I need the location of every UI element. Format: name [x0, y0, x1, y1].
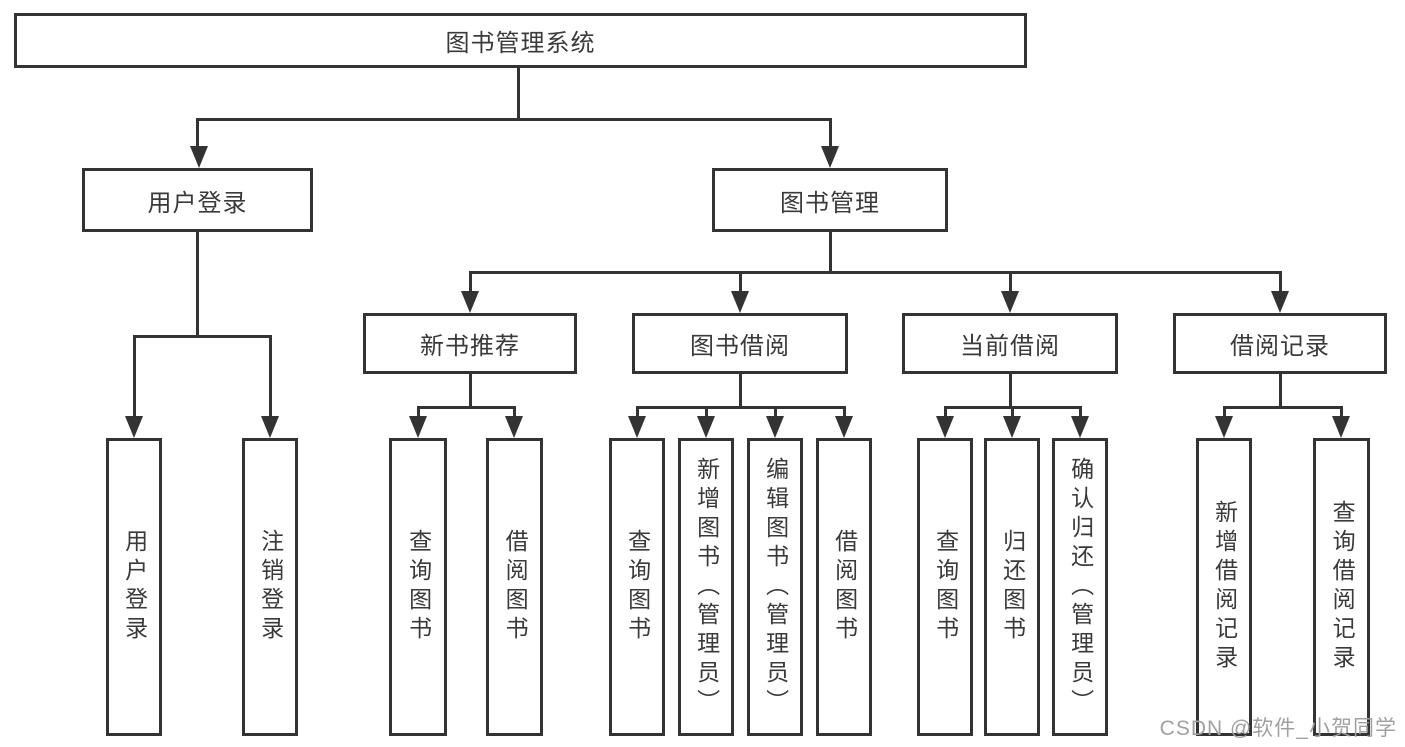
leaf-add-book-admin: 新增图书（管理员）: [678, 438, 734, 736]
node-book-borrow: 图书借阅: [632, 313, 848, 374]
node-user-login: 用户登录: [82, 168, 313, 232]
edge-to-leaf-d1: [943, 406, 947, 416]
leaf-recommend-query-books-label: 查询图书: [405, 529, 432, 645]
arrow-leaf-c1: [628, 416, 646, 438]
arrow-leaf-c2: [697, 416, 715, 438]
leaf-borrow-query-books-label: 查询图书: [624, 529, 651, 645]
csdn-watermark: CSDN @软件_小贺同学: [1159, 717, 1397, 740]
edge-book-borrow-stem: [738, 374, 742, 406]
arrow-leaf-b2: [505, 416, 523, 438]
arrow-leaf-user-login: [125, 416, 143, 438]
arrow-leaf-d3: [1071, 416, 1089, 438]
leaf-return-book-label: 归还图书: [999, 529, 1026, 645]
arrow-leaf-b1: [409, 416, 427, 438]
node-current-borrow-label: 当前借阅: [960, 333, 1060, 360]
edge-to-leaf-logout: [268, 335, 272, 416]
edge-book-borrow-split: [635, 406, 846, 409]
edge-borrow-records-split: [1222, 406, 1343, 409]
edge-new-book-split: [416, 406, 516, 409]
node-new-book-recommend: 新书推荐: [363, 313, 577, 374]
leaf-add-borrow-record: 新增借阅记录: [1196, 438, 1252, 736]
leaf-query-borrow-record-label: 查询借阅记录: [1329, 500, 1356, 674]
edge-to-leaf-c2: [704, 406, 708, 416]
leaf-query-borrow-record: 查询借阅记录: [1313, 438, 1370, 736]
leaf-logout-label: 注销登录: [257, 529, 284, 645]
leaf-user-login-label: 用户登录: [121, 529, 148, 645]
edge-to-leaf-d3: [1078, 406, 1082, 416]
leaf-borrow-book-label: 借阅图书: [831, 529, 858, 645]
node-borrow-records-label: 借阅记录: [1230, 333, 1330, 360]
edge-book-management-stem: [828, 232, 832, 271]
node-borrow-records: 借阅记录: [1173, 313, 1387, 374]
arrow-leaf-e1: [1215, 416, 1233, 438]
edge-to-current-borrow: [1008, 271, 1012, 291]
arrow-leaf-d2: [1003, 416, 1021, 438]
leaf-user-login: 用户登录: [106, 438, 162, 736]
arrow-leaf-logout: [261, 416, 279, 438]
edge-user-login-split: [132, 335, 272, 338]
leaf-confirm-return-admin-label: 确认归还（管理员）: [1067, 456, 1094, 718]
arrow-borrow-records: [1271, 291, 1289, 313]
arrow-book-borrow: [731, 291, 749, 313]
edge-new-book-stem: [468, 374, 472, 406]
leaf-recommend-borrow-books: 借阅图书: [486, 438, 543, 736]
arrow-leaf-c3: [766, 416, 784, 438]
arrow-new-book: [461, 291, 479, 313]
edge-borrow-records-stem: [1278, 374, 1282, 406]
edge-to-leaf-c3: [773, 406, 777, 416]
edge-to-new-book: [468, 271, 472, 291]
leaf-add-borrow-record-label: 新增借阅记录: [1211, 500, 1238, 674]
leaf-current-query-books: 查询图书: [917, 438, 973, 736]
edge-root-to-book-management: [828, 118, 832, 146]
leaf-confirm-return-admin: 确认归还（管理员）: [1052, 438, 1108, 736]
edge-to-leaf-e1: [1222, 406, 1226, 416]
edge-to-leaf-e2: [1339, 406, 1343, 416]
node-library-system-label: 图书管理系统: [445, 30, 596, 57]
leaf-edit-book-admin: 编辑图书（管理员）: [747, 438, 803, 736]
node-user-login-label: 用户登录: [147, 189, 248, 217]
edge-to-leaf-b2: [512, 406, 516, 416]
edge-book-management-split: [468, 271, 1282, 274]
leaf-current-query-books-label: 查询图书: [932, 529, 959, 645]
leaf-edit-book-admin-label: 编辑图书（管理员）: [762, 456, 789, 718]
arrow-book-management: [821, 146, 839, 168]
edge-root-to-user-login: [196, 118, 199, 146]
node-book-borrow-label: 图书借阅: [690, 333, 790, 360]
arrow-leaf-d1: [936, 416, 954, 438]
leaf-logout: 注销登录: [242, 438, 298, 736]
arrow-user-login: [190, 146, 208, 168]
edge-root-stem: [516, 68, 520, 118]
leaf-add-book-admin-label: 新增图书（管理员）: [693, 456, 720, 718]
arrow-leaf-c4: [835, 416, 853, 438]
node-library-system: 图书管理系统: [14, 13, 1027, 68]
leaf-recommend-borrow-books-label: 借阅图书: [502, 529, 529, 645]
node-book-management: 图书管理: [712, 168, 948, 232]
edge-current-borrow-stem: [1008, 374, 1012, 406]
arrow-current-borrow: [1001, 291, 1019, 313]
leaf-return-book: 归还图书: [984, 438, 1040, 736]
arrow-leaf-e2: [1332, 416, 1350, 438]
edge-root-split: [197, 118, 832, 121]
edge-to-leaf-user-login: [132, 335, 136, 416]
node-book-management-label: 图书管理: [780, 189, 880, 217]
node-current-borrow: 当前借阅: [902, 313, 1118, 374]
edge-to-leaf-c1: [635, 406, 639, 416]
edge-to-leaf-d2: [1010, 406, 1014, 416]
edge-to-book-borrow: [738, 271, 742, 291]
leaf-recommend-query-books: 查询图书: [389, 438, 447, 736]
edge-to-borrow-records: [1278, 271, 1282, 291]
edge-to-leaf-c4: [842, 406, 846, 416]
leaf-borrow-book: 借阅图书: [816, 438, 872, 736]
edge-user-login-stem: [196, 232, 199, 335]
node-new-book-recommend-label: 新书推荐: [420, 333, 520, 360]
leaf-borrow-query-books: 查询图书: [609, 438, 665, 736]
edge-to-leaf-b1: [416, 406, 420, 416]
